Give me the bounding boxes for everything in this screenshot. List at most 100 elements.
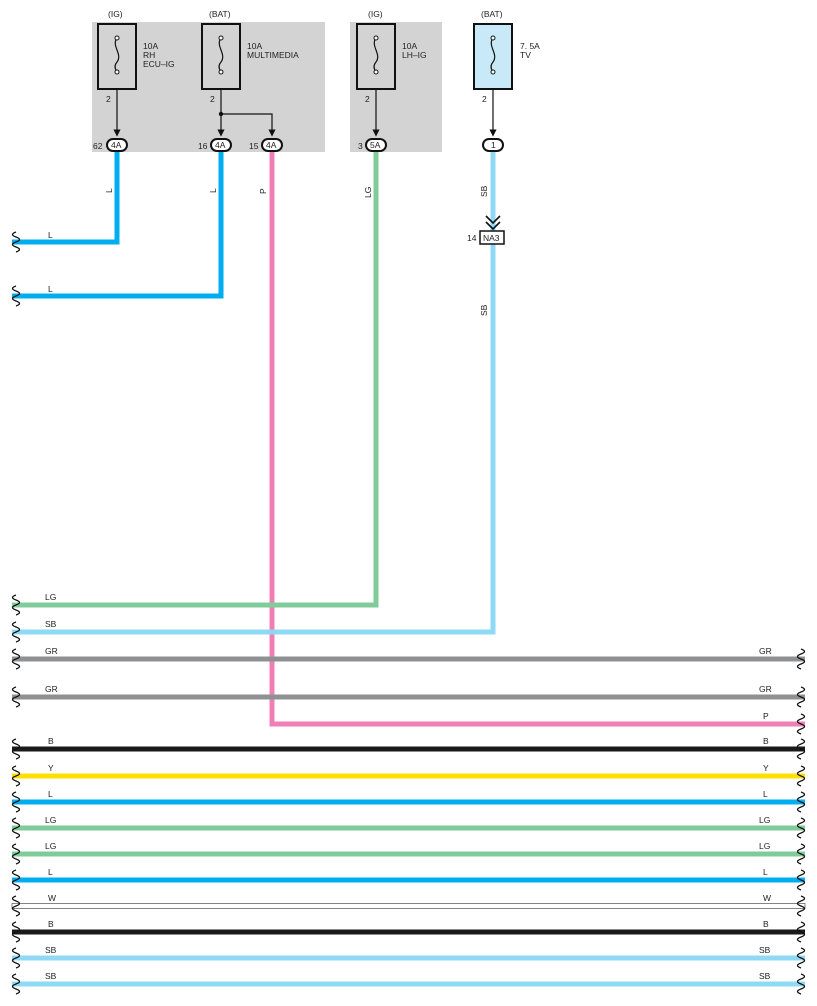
bus-label-right: B — [763, 736, 769, 746]
bus-label-right: GR — [759, 684, 772, 694]
bus-label-left: GR — [45, 646, 58, 656]
wire-label: L — [104, 188, 114, 193]
bus-label-right: SB — [759, 945, 771, 955]
break-mark-left — [11, 817, 21, 839]
break-mark-right — [796, 791, 806, 813]
break-mark-right — [796, 843, 806, 865]
svg-text:4A: 4A — [266, 140, 277, 150]
bus-label-left: B — [48, 736, 54, 746]
bus-label-right: SB — [759, 971, 771, 981]
bus-label-left: SB — [45, 971, 57, 981]
break-mark-left — [11, 738, 21, 760]
svg-text:3: 3 — [358, 141, 363, 151]
bus-label-left: SB — [45, 619, 57, 629]
bus-label-left: L — [48, 867, 53, 877]
fuse-rh-ecu-ig: (IG) 10A RH ECU–IG 2 — [97, 9, 175, 137]
fuse-tv: (BAT) 7. 5A TV 2 — [473, 9, 540, 137]
wire-sb — [12, 150, 496, 635]
svg-text:10A: 10A — [402, 41, 417, 51]
wire-label: P — [258, 188, 268, 194]
svg-text:4A: 4A — [111, 140, 122, 150]
break-mark-left — [11, 895, 21, 917]
break-mark-left — [11, 973, 21, 995]
connector-3-5a: 3 5A — [358, 138, 387, 152]
fuse-multimedia: (BAT) 10A MULTIMEDIA 2 — [201, 9, 299, 137]
fuse-pin: 2 — [482, 94, 487, 104]
fuse-panel-left — [92, 22, 325, 152]
svg-text:10A: 10A — [143, 41, 158, 51]
break-mark-right — [796, 895, 806, 917]
bus-label-right: L — [763, 789, 768, 799]
svg-text:NA3: NA3 — [483, 233, 500, 243]
fuse-pin: 2 — [365, 94, 370, 104]
bus-label-left: LG — [45, 841, 56, 851]
svg-text:ECU–IG: ECU–IG — [143, 59, 175, 69]
fuse-supply-label: (IG) — [108, 9, 123, 19]
svg-text:14: 14 — [467, 233, 477, 243]
svg-text:4A: 4A — [215, 140, 226, 150]
bus-label-right: GR — [759, 646, 772, 656]
bus-label-right: W — [763, 893, 771, 903]
bus-label-right: P — [763, 711, 769, 721]
vertical-wires — [12, 150, 805, 727]
break-mark-right — [796, 869, 806, 891]
svg-text:7. 5A: 7. 5A — [520, 41, 540, 51]
bus-label-left: GR — [45, 684, 58, 694]
svg-text:1: 1 — [491, 140, 496, 150]
wire-label: L — [208, 188, 218, 193]
bus-label-left: SB — [45, 945, 57, 955]
bus-label-left: B — [48, 919, 54, 929]
svg-text:15: 15 — [249, 141, 259, 151]
branch-label: L — [48, 230, 53, 240]
bus-label-left: W — [48, 893, 56, 903]
wire-label: LG — [363, 187, 373, 198]
break-mark-right — [796, 973, 806, 995]
fuse-pin: 2 — [106, 94, 111, 104]
break-mark-right — [796, 765, 806, 787]
svg-text:16: 16 — [198, 141, 208, 151]
svg-text:10A: 10A — [247, 41, 262, 51]
break-mark-left — [11, 765, 21, 787]
bus-wire-w — [11, 903, 806, 909]
vertical-wire-labels: L L P LG SB SB — [104, 185, 489, 316]
wire-p — [269, 150, 805, 727]
fuse-supply-label: (IG) — [368, 9, 383, 19]
wire-label: SB — [479, 304, 489, 316]
break-mark-right — [796, 648, 806, 670]
wire-lg — [12, 150, 379, 608]
break-mark-left — [11, 869, 21, 891]
bus-label-left: Y — [48, 763, 54, 773]
bus-label-right: LG — [759, 841, 770, 851]
bus-label-left: LG — [45, 592, 56, 602]
break-mark-right — [796, 713, 806, 735]
break-mark-left — [11, 594, 21, 616]
svg-text:LH–IG: LH–IG — [402, 50, 427, 60]
fuse-pin: 2 — [210, 94, 215, 104]
svg-text:5A: 5A — [370, 140, 381, 150]
break-mark-left — [11, 947, 21, 969]
bus-label-right: LG — [759, 815, 770, 825]
fuse-supply-label: (BAT) — [209, 9, 231, 19]
bus-label-left: L — [48, 789, 53, 799]
break-mark-left — [11, 686, 21, 708]
bus-label-left: LG — [45, 815, 56, 825]
junction-na3: NA3 14 — [467, 215, 505, 245]
branch-label: L — [48, 284, 53, 294]
break-mark-right — [796, 947, 806, 969]
fuse-supply-label: (BAT) — [481, 9, 503, 19]
break-mark-left — [11, 843, 21, 865]
connector-1: 1 — [482, 138, 504, 152]
wire-label: SB — [479, 185, 489, 197]
wire-l-1 — [12, 150, 120, 245]
svg-text:62: 62 — [93, 141, 103, 151]
break-mark-right — [796, 921, 806, 943]
break-mark-right — [796, 686, 806, 708]
bus-label-right: Y — [763, 763, 769, 773]
break-mark-left — [11, 648, 21, 670]
break-mark-left — [11, 621, 21, 643]
break-mark-right — [796, 817, 806, 839]
fuse-lh-ig: (IG) 10A LH–IG 2 — [356, 9, 427, 137]
wire-l-2 — [12, 150, 224, 299]
